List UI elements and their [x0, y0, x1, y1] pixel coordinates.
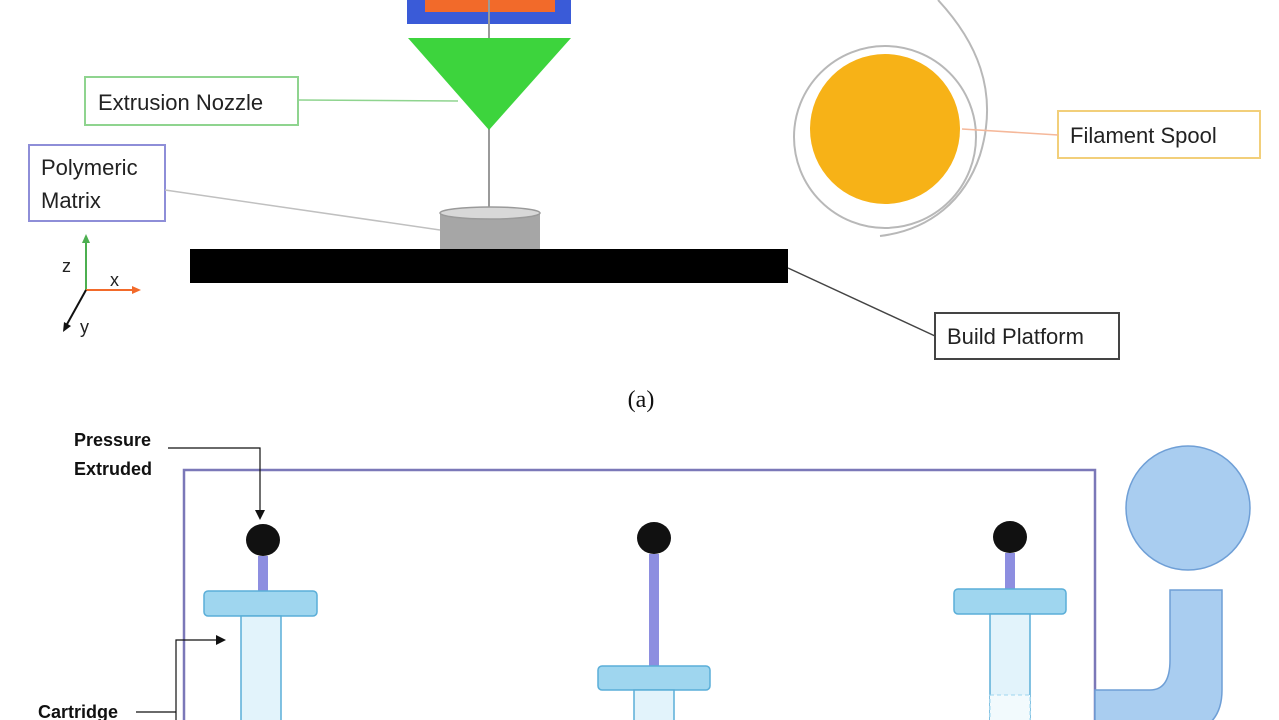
figure-caption-a: (a) [628, 387, 655, 413]
pressure-label-line2: Extruded [74, 459, 152, 479]
cartridge-arrowhead [216, 635, 226, 645]
cartridge-label: Cartridge [38, 702, 118, 720]
syringe-3 [953, 521, 1067, 720]
extrusion-nozzle [408, 38, 571, 130]
axis-z-label: z [62, 256, 71, 276]
syringe-1 [203, 524, 318, 720]
pressure-arrowhead [255, 510, 265, 520]
build-platform-leader [787, 267, 936, 337]
polymeric-matrix-label-line2: Matrix [41, 188, 101, 213]
cartridge-arrow [175, 639, 218, 720]
build-platform [190, 249, 788, 283]
filament-spool-leader [961, 128, 1059, 136]
pressure-arrow [168, 447, 261, 512]
axis-x-label: x [110, 270, 119, 290]
fdm-diagram: Extrusion Nozzle Polymeric Matrix Filame… [28, 0, 1261, 413]
build-platform-label-box [934, 312, 1120, 360]
reservoir-tank [1125, 445, 1251, 571]
polymeric-matrix-label-box [28, 144, 166, 222]
filament-spool-label: Filament Spool [1070, 123, 1217, 148]
pressure-label-line1: Pressure [74, 430, 151, 450]
polymeric-matrix-top [439, 206, 541, 220]
extrusion-nozzle-label-box [84, 76, 299, 126]
reservoir-tube [1094, 589, 1223, 720]
polymeric-matrix-label-line1: Polymeric [41, 155, 138, 180]
axis-y-label: y [80, 317, 89, 337]
filament-feed-line [879, 0, 988, 237]
build-platform-label: Build Platform [947, 324, 1084, 349]
extrusion-nozzle-leader [297, 99, 459, 102]
syringe-2 [597, 522, 711, 720]
filament-spool [810, 54, 960, 204]
printer-frame [182, 468, 1097, 720]
extrusion-nozzle-label: Extrusion Nozzle [98, 90, 263, 115]
extrusion-diagram: Pressure Extruded Cartridge [38, 430, 1251, 720]
axes-indicator: z x y [62, 234, 141, 337]
polymeric-matrix-leader [164, 189, 441, 231]
